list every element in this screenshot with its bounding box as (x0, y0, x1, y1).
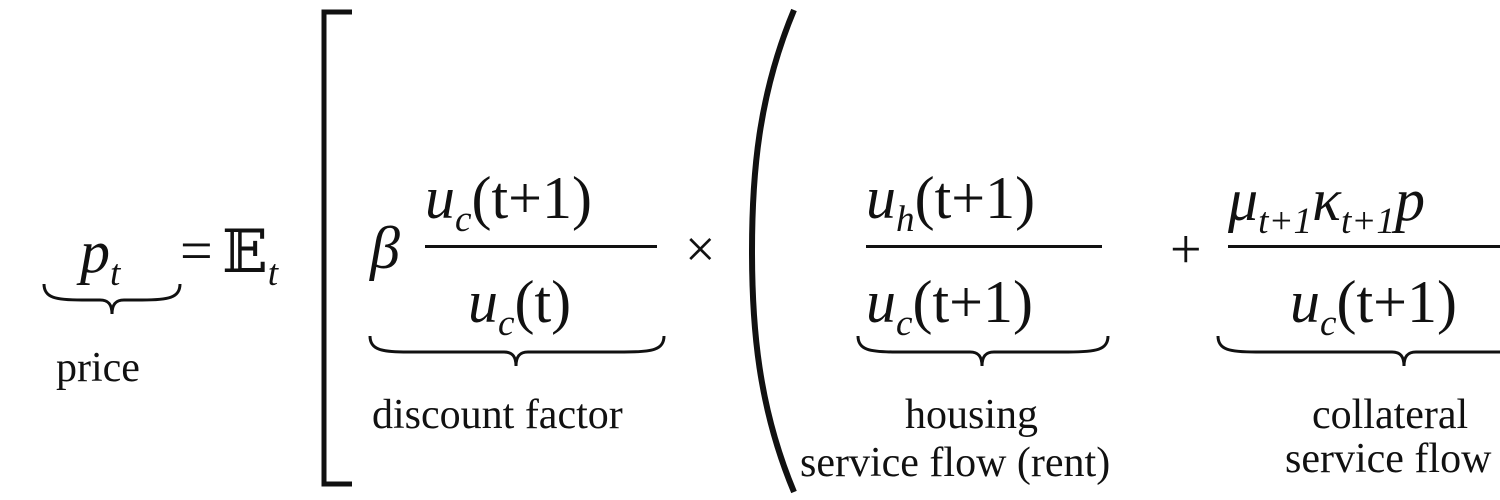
housing-numerator: uh(t+1) (866, 165, 1036, 241)
price-label: price (56, 345, 140, 391)
times-sign: × (685, 219, 716, 279)
equals-sign: = (180, 218, 213, 283)
discount-fraction-bar (425, 245, 657, 248)
discount-underbrace (368, 335, 666, 367)
expectation-operator: 𝔼t (222, 219, 279, 295)
plus-sign: + (1170, 219, 1202, 281)
housing-fraction-bar (866, 245, 1102, 248)
discount-denominator: uc(t) (468, 269, 572, 345)
discount-factor-label: discount factor (372, 392, 623, 438)
left-parenthesis (748, 8, 797, 494)
beta-symbol: β (370, 215, 400, 281)
housing-denominator: uc(t+1) (866, 269, 1033, 345)
housing-label-line2: service flow (rent) (800, 440, 1111, 486)
lhs-price-variable: pt (80, 219, 121, 295)
collateral-label-line2: service flow (1285, 436, 1492, 482)
collateral-label-line1: collateral (1312, 392, 1469, 438)
housing-label-line1: housing (905, 392, 1039, 438)
discount-numerator: uc(t+1) (425, 165, 592, 241)
collateral-denominator: uc(t+1) (1290, 269, 1457, 345)
collateral-fraction-bar (1228, 245, 1500, 248)
collateral-numerator: μt+1κt+1p (1228, 167, 1425, 243)
housing-underbrace (856, 335, 1110, 367)
left-square-bracket (321, 9, 352, 487)
collateral-underbrace (1216, 335, 1500, 367)
price-underbrace (42, 283, 182, 315)
